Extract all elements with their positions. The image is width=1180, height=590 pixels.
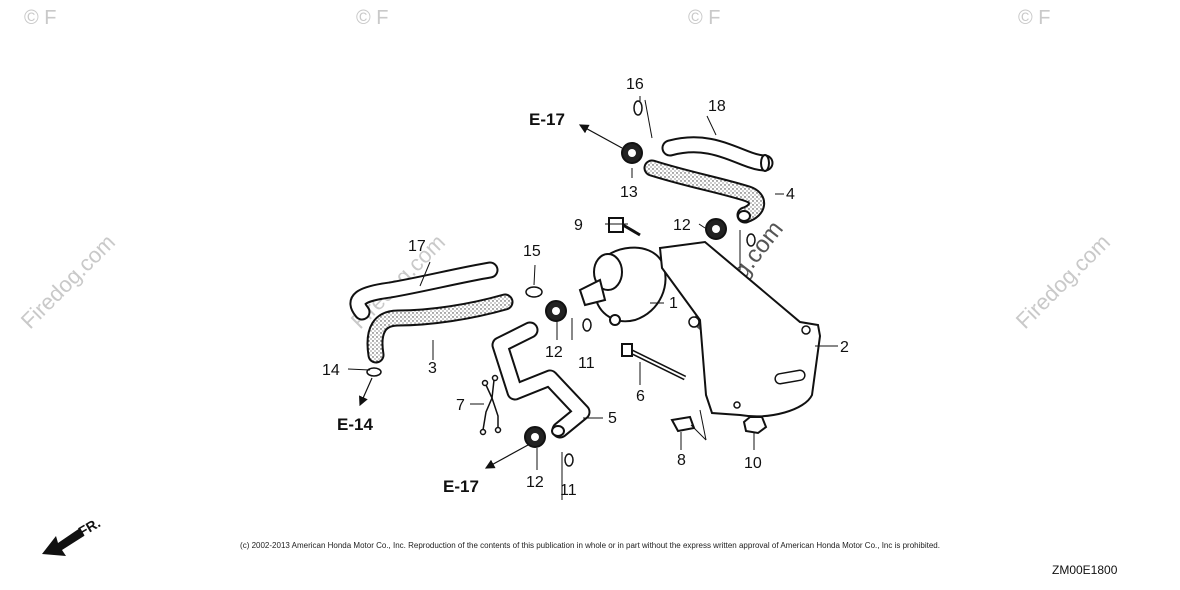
hose-18 <box>661 136 774 172</box>
callout-layer: 1 2 3 4 5 6 7 8 9 10 11 11 12 12 12 13 1… <box>322 76 849 499</box>
thermostat-housing-1 <box>578 246 667 326</box>
callout-12: 12 <box>526 474 544 491</box>
watermark-text: Firedog.com <box>1011 229 1115 333</box>
clamp-12 <box>524 426 546 448</box>
nut-10 <box>742 416 768 435</box>
watermark-text: Firedog.com <box>16 229 120 333</box>
watermark-corner: © F <box>1018 7 1051 29</box>
hose-3 <box>366 293 514 364</box>
leader-lines <box>347 96 838 500</box>
callout-5: 5 <box>608 410 617 427</box>
hose-5 <box>491 321 591 439</box>
watermark-corner: © F <box>688 7 721 29</box>
callout-12: 12 <box>545 344 563 361</box>
clamp-12 <box>545 300 567 322</box>
clip-15 <box>525 286 543 298</box>
callout-13: 13 <box>620 184 638 201</box>
callout-11: 11 <box>578 355 595 372</box>
reference-e17-top: E-17 <box>529 110 565 129</box>
tie-7 <box>479 374 502 436</box>
clip-11 <box>564 453 574 467</box>
callout-17: 17 <box>408 238 426 255</box>
watermark-layer: © F © F © F © F Firedog.com Firedog.com … <box>16 7 1115 338</box>
callout-15: 15 <box>523 243 541 260</box>
callout-6: 6 <box>636 388 645 405</box>
callout-7: 7 <box>456 397 465 414</box>
callout-10: 10 <box>744 455 762 472</box>
callout-11: 11 <box>560 482 577 499</box>
callout-3: 3 <box>428 360 437 377</box>
clip-16 <box>633 100 643 116</box>
clamp-12 <box>705 218 727 240</box>
reference-e17-bottom: E-17 <box>443 477 479 496</box>
callout-1: 1 <box>669 295 678 312</box>
bolt-6 <box>621 343 687 381</box>
clip-side <box>746 233 756 247</box>
hose-4 <box>643 159 766 224</box>
callout-4: 4 <box>786 186 795 203</box>
callout-18: 18 <box>708 98 726 115</box>
reference-e14: E-14 <box>337 415 373 434</box>
watermark-corner: © F <box>24 7 57 29</box>
cover-plate-2 <box>658 240 822 418</box>
clip-14 <box>366 367 382 377</box>
diagram-code: ZM00E1800 <box>1052 563 1118 577</box>
watermark-corner: © F <box>356 7 389 29</box>
clip-8 <box>670 415 696 433</box>
clamp-13 <box>621 142 643 164</box>
callout-14: 14 <box>322 362 340 379</box>
callout-2: 2 <box>840 339 849 356</box>
callout-16: 16 <box>626 76 644 93</box>
hose-17 <box>349 261 499 321</box>
callout-9: 9 <box>574 217 583 234</box>
callout-8: 8 <box>677 452 686 469</box>
reference-labels: E-17 E-17 E-14 <box>337 110 565 496</box>
copyright-notice: (c) 2002-2013 American Honda Motor Co., … <box>240 541 940 550</box>
bolt-9 <box>608 217 641 237</box>
front-arrow-icon <box>42 528 84 556</box>
callout-12: 12 <box>673 217 691 234</box>
reference-arrows <box>359 124 623 469</box>
clip-11 <box>582 318 592 332</box>
